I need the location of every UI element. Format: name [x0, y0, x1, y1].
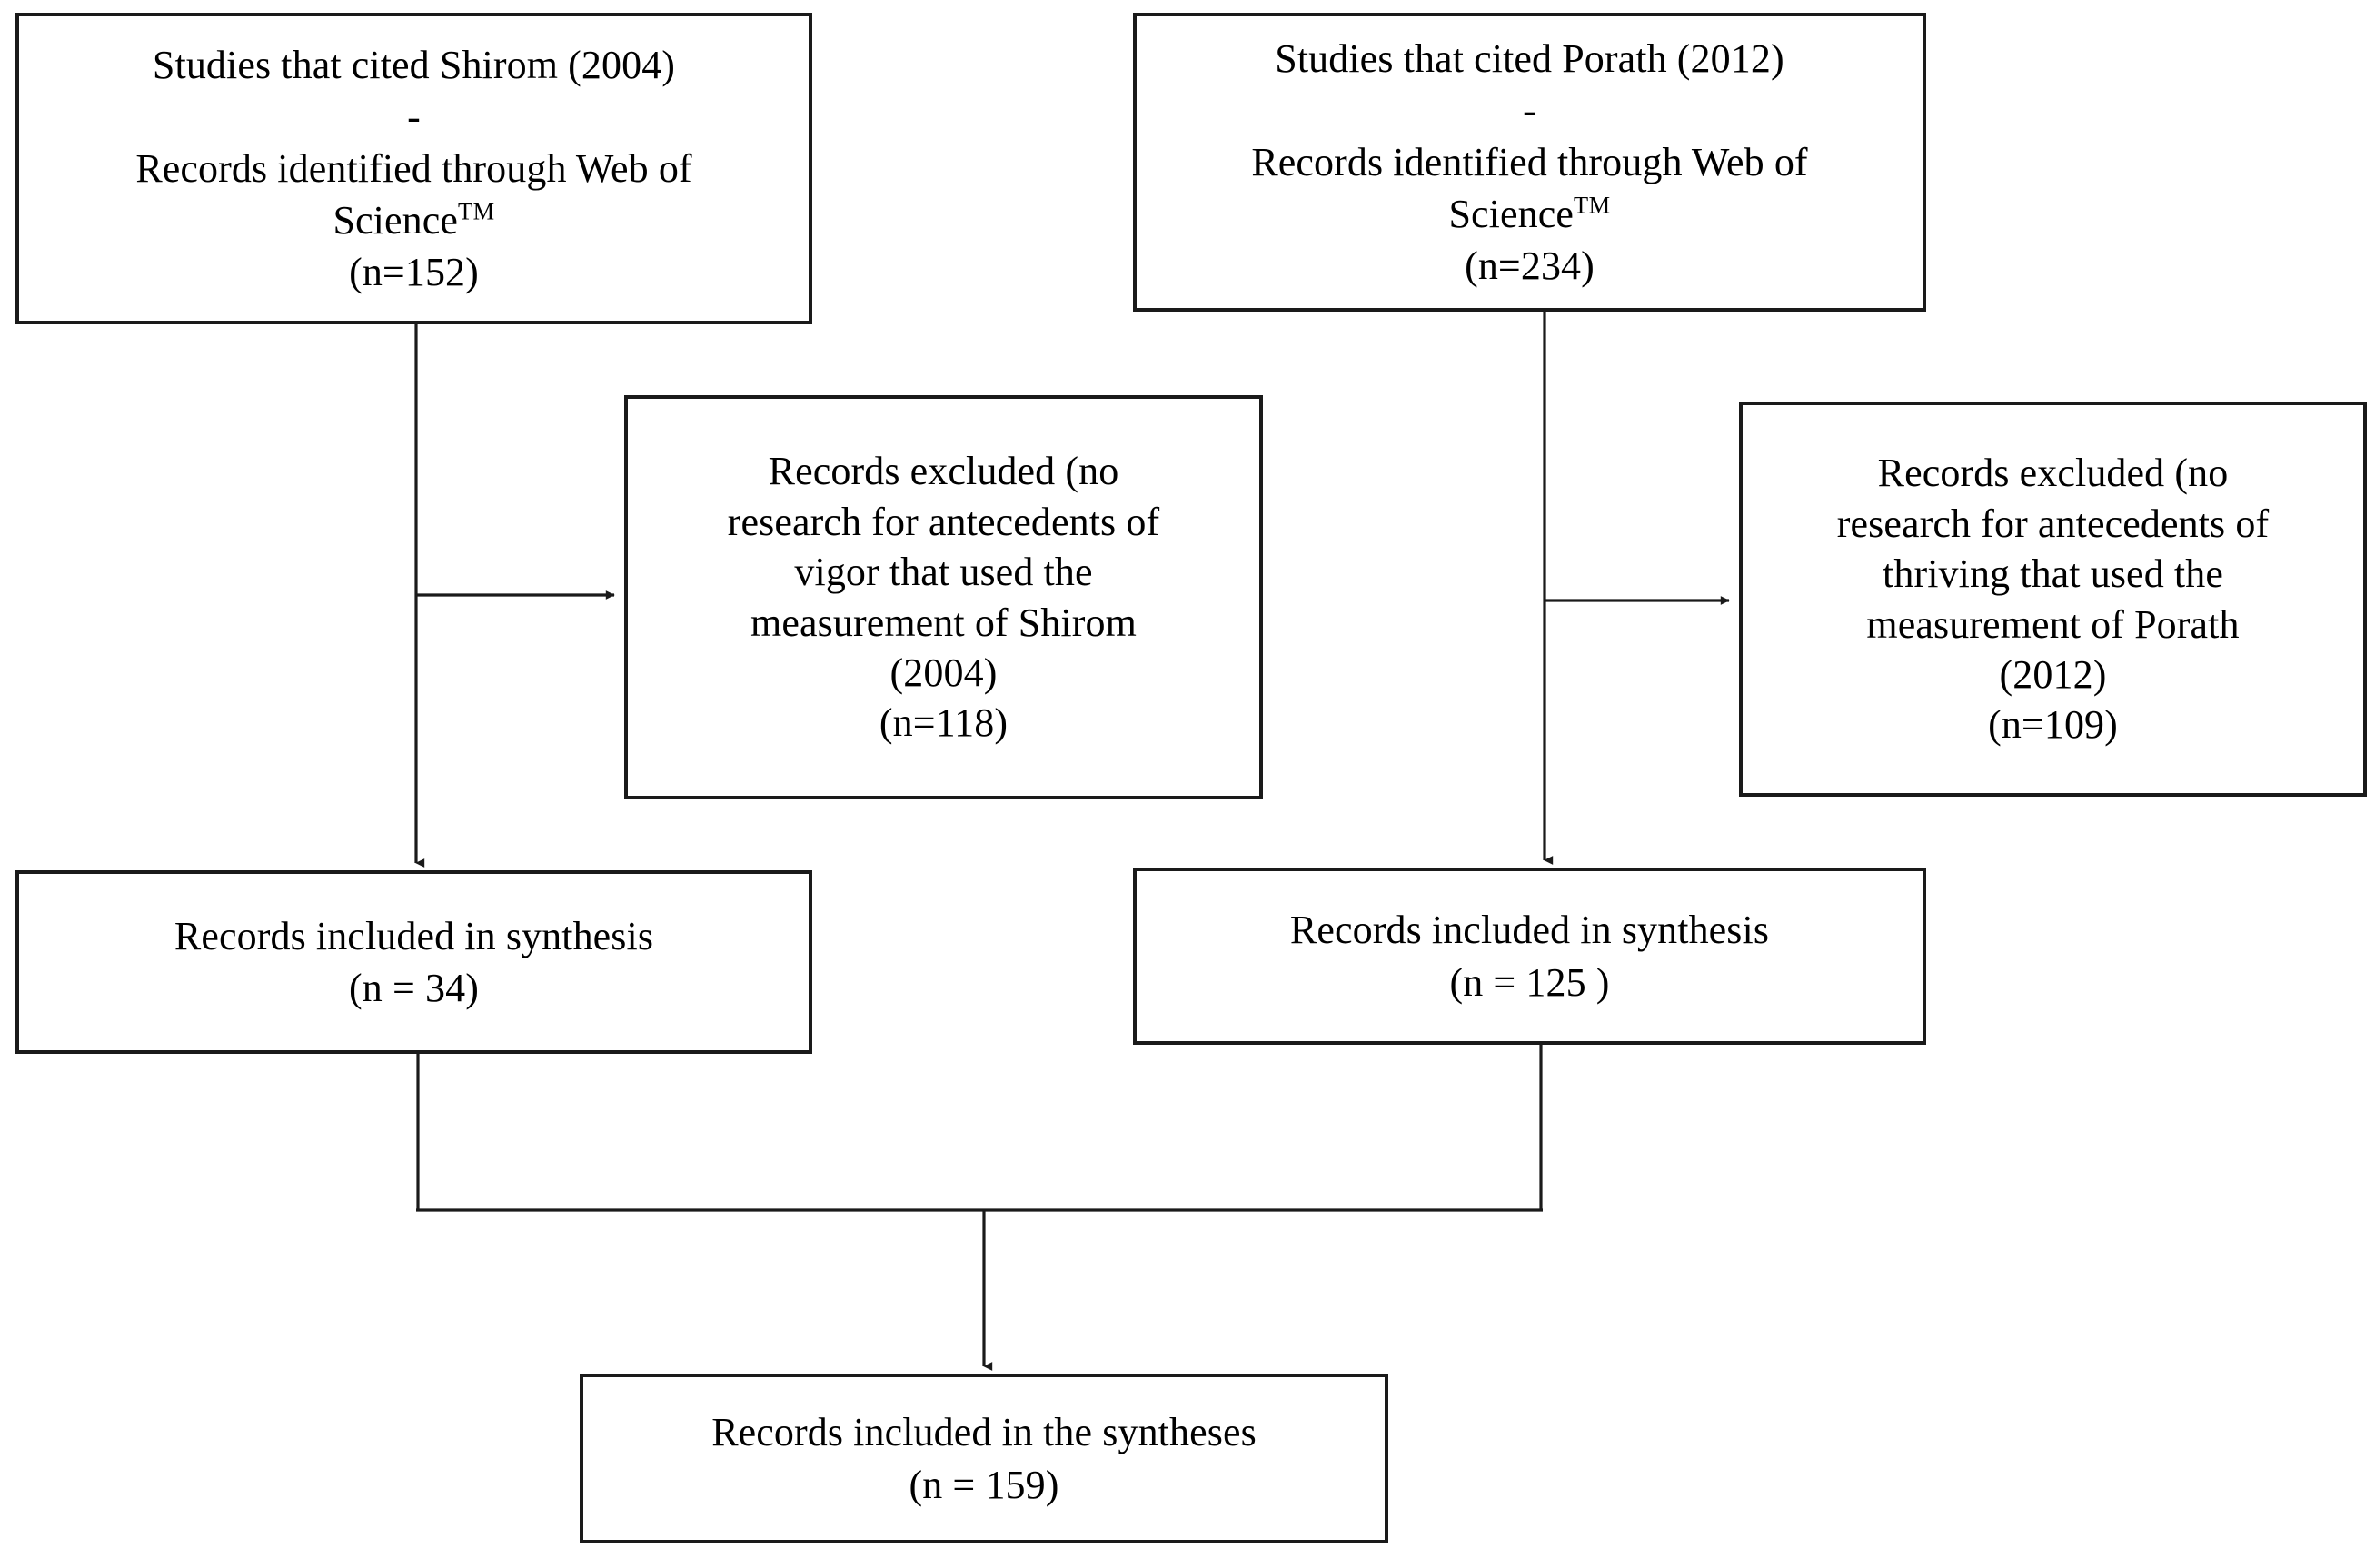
source-shirom-count: (n=152)	[349, 250, 479, 295]
source-shirom-line1: Studies that cited Shirom (2004)	[152, 42, 676, 87]
box-source-shirom-text: Studies that cited Shirom (2004) - Records…	[19, 39, 809, 299]
connector-merge-to-total	[416, 1045, 1543, 1371]
box-source-shirom: Studies that cited Shirom (2004) - Records…	[15, 13, 812, 324]
box-excluded-thriving: Records excluded (no research for antece…	[1739, 402, 2367, 797]
box-included-vigor-text: Records included in synthesis (n = 34)	[174, 913, 654, 1010]
trademark-symbol: TM	[1573, 191, 1611, 219]
source-porath-line1: Studies that cited Porath (2012)	[1275, 35, 1784, 81]
box-excluded-vigor: Records excluded (no research for antece…	[624, 395, 1263, 799]
source-porath-line3: Records identified through Web of	[1251, 139, 1808, 184]
source-shirom-line3: Records identified through Web of	[135, 145, 692, 191]
box-included-vigor: Records included in synthesis (n = 34)	[15, 870, 812, 1054]
box-excluded-thriving-text: Records excluded (no research for antece…	[1836, 451, 2270, 748]
source-porath-line2: -	[1523, 87, 1536, 133]
box-excluded-vigor-text: Records excluded (no research for antece…	[727, 449, 1160, 746]
box-source-porath-text: Studies that cited Porath (2012) - Records…	[1137, 33, 1923, 293]
box-included-thriving-text: Records included in synthesis (n = 125 )	[1289, 908, 1770, 1005]
source-shirom-line2: -	[407, 94, 421, 139]
trademark-symbol: TM	[457, 197, 495, 225]
box-included-total-text: Records included in the syntheses (n = 1…	[711, 1410, 1257, 1507]
source-porath-count: (n=234)	[1465, 243, 1595, 289]
source-shirom-line4: Science	[333, 198, 458, 243]
box-included-total: Records included in the syntheses (n = 1…	[580, 1374, 1388, 1543]
box-source-porath: Studies that cited Porath (2012) - Records…	[1133, 13, 1926, 312]
box-included-thriving: Records included in synthesis (n = 125 )	[1133, 868, 1926, 1045]
source-porath-line4: Science	[1448, 192, 1574, 237]
